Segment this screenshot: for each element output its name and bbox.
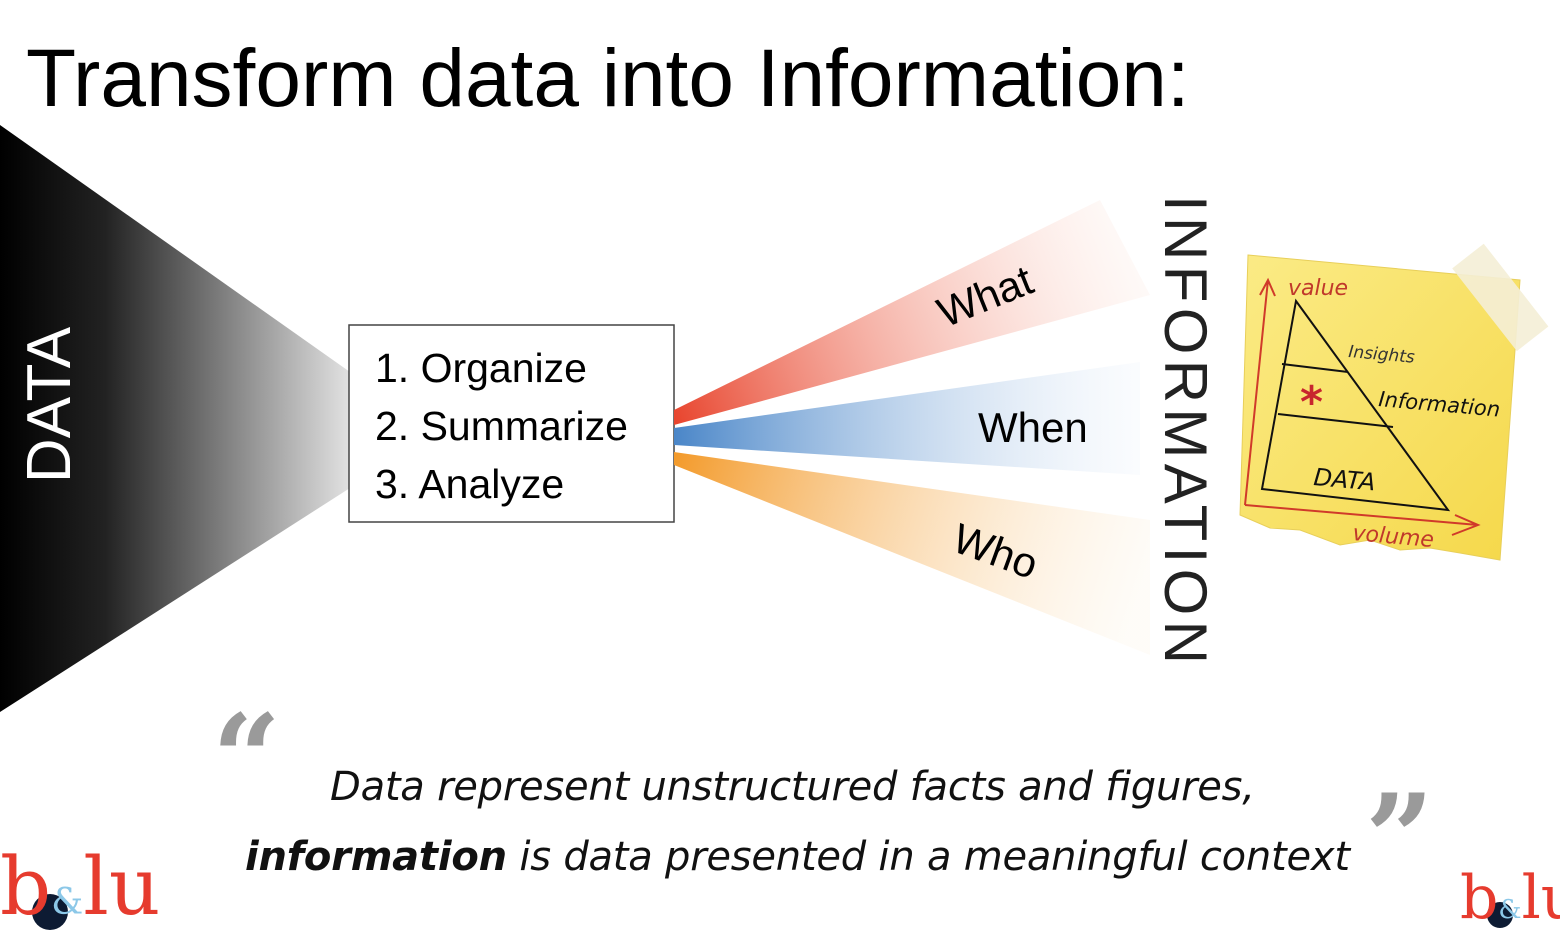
steps-box — [348, 324, 675, 523]
who-ray — [674, 452, 1150, 655]
logo-right-text: b&lu — [1460, 863, 1560, 933]
open-quote-icon: “ — [212, 688, 281, 829]
logo-left-text: b&lu — [0, 840, 160, 933]
step-analyze: 3. Analyze — [375, 461, 564, 507]
quote-line-2-rest: is data presented in a meaningful contex… — [507, 834, 1351, 880]
sticky-note: value volume Insights Information DATA * — [1239, 243, 1549, 561]
close-quote-icon: ” — [1365, 768, 1434, 909]
note-data: DATA — [1312, 463, 1376, 496]
step-summarize: 2. Summarize — [375, 403, 628, 449]
data-label: DATA — [15, 326, 84, 483]
what-ray — [674, 200, 1150, 425]
quote-bold-word: information — [245, 834, 507, 880]
when-label: When — [978, 404, 1088, 451]
note-y-axis: value — [1288, 276, 1348, 301]
quote-line-1: Data represent unstructured facts and fi… — [330, 764, 1255, 810]
logo-right: b&lu — [1460, 863, 1560, 933]
information-label: INFORMATION — [1152, 195, 1219, 665]
step-organize: 1. Organize — [375, 345, 587, 391]
star-marker-icon: * — [1300, 377, 1323, 428]
quote-line-2: information is data presented in a meani… — [245, 834, 1351, 880]
logo-left: b&lu — [0, 840, 160, 933]
data-funnel — [0, 125, 350, 712]
tape-icon — [1452, 243, 1549, 352]
when-ray — [674, 362, 1140, 475]
slide-title: Transform data into Information: — [26, 33, 1190, 124]
